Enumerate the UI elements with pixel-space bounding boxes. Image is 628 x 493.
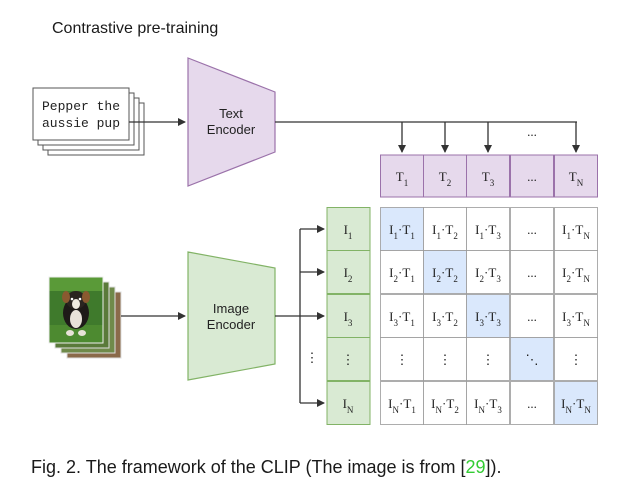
- text-token-label: T3: [482, 169, 495, 188]
- text-token-label: T2: [439, 169, 451, 188]
- text-encoder-label-1: Text: [219, 106, 243, 121]
- matrix-diagonal-cell: [554, 381, 598, 425]
- figure-caption: Fig. 2. The framework of the CLIP (The i…: [31, 457, 502, 477]
- matrix-diagonal-cell: [423, 250, 467, 294]
- text-token-label: T1: [396, 169, 408, 188]
- similarity-matrix: I1·T1 I1·T2 I1·T3... I1·TN I2·T1 I2·T2 I2·T3..…: [380, 207, 598, 425]
- matrix-cell-label: I1·TN: [562, 222, 590, 241]
- matrix-cell-label: I2·T2: [432, 265, 458, 284]
- text-token-cell: [380, 154, 424, 198]
- text-token-label: ...: [527, 169, 537, 184]
- dog-photo-stack: [48, 276, 122, 359]
- matrix-cell: [510, 294, 554, 338]
- image-token-label: I2: [344, 265, 353, 284]
- text-token-label: TN: [569, 169, 584, 188]
- matrix-cell-label: IN·TN: [561, 396, 591, 415]
- matrix-cell-label: ...: [527, 309, 537, 324]
- image-encoder: [187, 251, 276, 381]
- matrix-cell: [554, 337, 598, 381]
- image-token-label: I3: [344, 309, 353, 328]
- text-branch-ellipsis: ...: [527, 124, 537, 139]
- text-token-row: T1 T2 T3... TN: [380, 154, 598, 198]
- figure-title: Contrastive pre-training: [52, 20, 218, 37]
- matrix-cell: [554, 294, 598, 338]
- matrix-cell-label: I1·T1: [389, 222, 415, 241]
- image-token-cell: [326, 207, 371, 251]
- citation-link[interactable]: 29: [466, 457, 486, 477]
- matrix-cell: [380, 381, 424, 425]
- matrix-diagonal-cell: [380, 207, 424, 251]
- image-token-cell: [326, 294, 371, 338]
- text-encoder-label-2: Encoder: [207, 122, 256, 137]
- matrix-cell-label: I2·T3: [475, 265, 501, 284]
- matrix-cell: [466, 381, 510, 425]
- text-token-cell: [466, 154, 510, 198]
- image-token-label: I1: [344, 222, 353, 241]
- matrix-cell-label: I2·T1: [389, 265, 415, 284]
- matrix-cell-label: ⋮: [396, 352, 409, 367]
- dog-photo: [49, 277, 103, 343]
- matrix-cell-label: ...: [527, 222, 537, 237]
- text-encoder: [187, 57, 276, 187]
- matrix-cell: [510, 250, 554, 294]
- matrix-cell: [466, 207, 510, 251]
- matrix-cell-label: I3·TN: [562, 309, 590, 328]
- matrix-cell-label: I2·TN: [562, 265, 590, 284]
- matrix-cell-label: ...: [527, 265, 537, 280]
- matrix-cell-label: IN·T1: [388, 396, 416, 415]
- input-text-line-2: aussie pup: [42, 116, 120, 131]
- matrix-cell-label: I1·T3: [475, 222, 501, 241]
- image-token-cell: [326, 337, 371, 381]
- matrix-cell: [380, 294, 424, 338]
- matrix-cell: [466, 337, 510, 381]
- matrix-cell-label: ⋮: [482, 352, 495, 367]
- matrix-diagonal-cell: [466, 294, 510, 338]
- matrix-diagonal-cell: [510, 337, 554, 381]
- matrix-cell: [466, 250, 510, 294]
- matrix-cell-label: ⋱: [526, 352, 539, 367]
- text-input-stack: Pepper the aussie pup: [32, 87, 145, 156]
- matrix-cell-label: ...: [527, 396, 537, 411]
- image-token-cell: [326, 381, 371, 425]
- text-token-cell: [554, 154, 598, 198]
- image-token-label: ⋮: [342, 352, 355, 367]
- matrix-cell-label: ⋮: [570, 352, 583, 367]
- matrix-cell-label: I3·T3: [475, 309, 501, 328]
- input-text-line-1: Pepper the: [42, 99, 120, 114]
- matrix-cell: [554, 250, 598, 294]
- matrix-cell-label: IN·T3: [474, 396, 502, 415]
- image-branch-ellipsis: ⋮: [306, 350, 319, 365]
- matrix-cell: [423, 381, 467, 425]
- matrix-cell-label: I1·T2: [432, 222, 458, 241]
- image-encoder-label-2: Encoder: [207, 317, 256, 332]
- image-encoder-label-1: Image: [213, 301, 249, 316]
- matrix-cell: [380, 250, 424, 294]
- matrix-cell-label: IN·T2: [431, 396, 459, 415]
- matrix-cell: [423, 337, 467, 381]
- matrix-cell-label: I3·T2: [432, 309, 458, 328]
- text-token-cell: [510, 154, 554, 198]
- matrix-cell: [510, 381, 554, 425]
- image-token-cell: [326, 250, 371, 294]
- image-token-label: IN: [343, 396, 354, 415]
- matrix-cell-label: ⋮: [439, 352, 452, 367]
- image-branch-arrows: [300, 225, 325, 407]
- matrix-cell-label: I3·T1: [389, 309, 415, 328]
